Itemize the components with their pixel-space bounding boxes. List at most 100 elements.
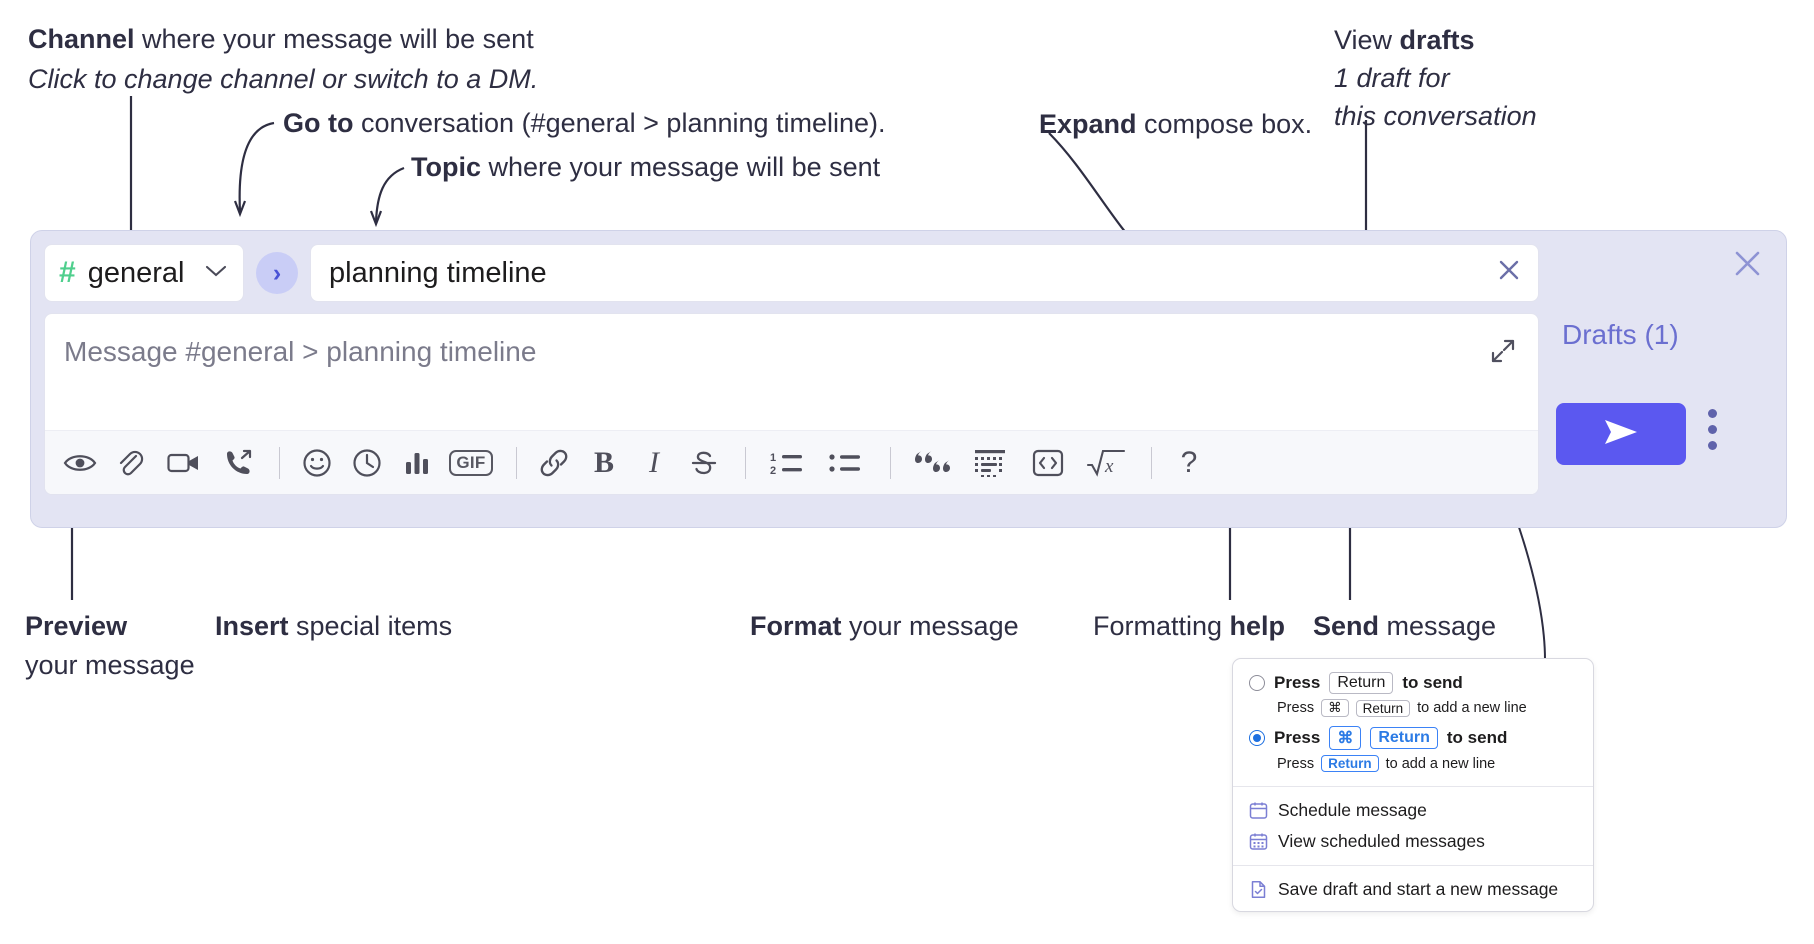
annotation-goto-bold: Go to [283,108,354,138]
key-return: Return [1321,755,1379,772]
send-icon [1599,415,1643,454]
video-icon[interactable] [157,440,211,486]
italic-icon[interactable]: I [631,440,677,486]
formatting-toolbar: GIF B I [45,430,1538,494]
poll-icon[interactable] [394,440,440,486]
annotation-channel-sub: Click to change channel or switch to a D… [28,64,539,95]
ordered-list-icon[interactable]: 1 2 [760,440,814,486]
compose-right-rail: Drafts (1) [1540,231,1786,527]
expand-compose-icon[interactable] [1488,336,1518,371]
send-option-return-hint: Press ⌘ Return to add a new line [1233,697,1593,723]
gif-label: GIF [449,449,493,476]
annotation-help-lead: Formatting [1093,611,1230,641]
goto-conversation-button[interactable]: › [256,252,298,294]
gif-icon[interactable]: GIF [444,440,498,486]
attachment-icon[interactable] [107,440,153,486]
bulleted-list-icon[interactable] [818,440,872,486]
annotation-preview-line2: your message [25,650,195,681]
channel-selector[interactable]: # general [44,244,244,302]
preview-icon[interactable] [57,440,103,486]
send-option-return[interactable]: Press Return to send [1233,669,1593,697]
key-cmd: ⌘ [1321,699,1349,717]
audio-call-icon[interactable] [215,440,261,486]
toolbar-separator [516,446,517,479]
annotation-preview: Preview your message [25,609,195,683]
annotation-expand-bold: Expand [1039,109,1137,139]
menu-item-view-scheduled-messages[interactable]: View scheduled messages [1233,826,1593,857]
key-return: Return [1370,727,1438,749]
annotation-insert: Insert special items [215,609,452,644]
compose-options-menu: Press Return to send Press ⌘ Return to a… [1232,658,1594,912]
menu-item-label: Save draft and start a new message [1278,879,1559,899]
menu-item-save-draft[interactable]: Save draft and start a new message [1233,874,1593,905]
annotation-insert-bold: Insert [215,611,289,641]
math-icon[interactable]: x [1079,440,1133,486]
annotation-goto-rest: conversation (#general > planning timeli… [353,108,886,138]
topic-input[interactable]: planning timeline [310,244,1539,302]
send-option-cmd-return[interactable]: Press ⌘ Return to send [1233,723,1593,753]
hint-newline: to add a new line [1417,700,1527,716]
kebab-dot [1708,425,1717,434]
clear-topic-icon[interactable] [1494,255,1524,291]
hint-press: Press [1277,700,1315,716]
blockquote-icon[interactable] [905,440,959,486]
close-icon[interactable] [1731,247,1764,285]
option-text-tosend: to send [1446,728,1508,747]
toolbar-separator [1151,446,1152,479]
clock-icon[interactable] [344,440,390,486]
help-label: ? [1180,445,1198,479]
menu-item-schedule-message[interactable]: Schedule message [1233,795,1593,826]
inline-code-icon[interactable] [1021,440,1075,486]
annotation-drafts-line2: 1 draft for [1334,63,1450,94]
chevron-right-icon: › [272,258,282,287]
drafts-link[interactable]: Drafts (1) [1562,319,1679,350]
compose-options-button[interactable] [1708,409,1717,450]
annotation-channel-rest: where your message will be sent [134,24,534,54]
annotation-formatting-help: Formatting help [1093,609,1285,644]
message-input-area[interactable]: Message #general > planning timeline [44,313,1539,495]
annotation-drafts-bold: drafts [1399,25,1475,55]
annotation-drafts-lead: View [1334,25,1400,55]
strikethrough-icon[interactable] [681,440,727,486]
svg-text:1: 1 [770,452,776,464]
hint-newline: to add a new line [1385,755,1496,772]
option-text-press: Press [1274,728,1321,747]
bold-label: B [593,445,614,479]
annotation-insert-rest: special items [288,611,453,641]
annotation-topic-bold: Topic [411,152,481,182]
channel-name: general [87,256,185,289]
annotation-format: Format your message [750,609,1019,644]
send-button[interactable] [1556,403,1686,465]
message-placeholder: Message #general > planning timeline [64,336,537,367]
emoji-icon[interactable] [294,440,340,486]
calendar-list-icon [1249,832,1268,851]
svg-text:2: 2 [770,465,776,476]
radio-cmd-return[interactable] [1249,730,1265,746]
annotation-goto: Go to conversation (#general > planning … [283,106,886,141]
save-draft-icon [1249,880,1268,899]
menu-item-label: Schedule message [1278,800,1427,820]
option-text-tosend: to send [1402,673,1463,692]
calendar-icon [1249,801,1268,820]
formatting-help-icon[interactable]: ? [1166,440,1212,486]
annotation-format-bold: Format [750,611,842,641]
annotation-preview-bold: Preview [25,611,128,641]
annotation-expand: Expand compose box. [1039,107,1312,142]
annotation-expand-rest: compose box. [1136,109,1313,139]
menu-divider [1233,786,1593,787]
code-block-icon[interactable] [963,440,1017,486]
send-option-cmd-return-hint: Press Return to add a new line [1233,753,1593,778]
link-icon[interactable] [531,440,577,486]
kebab-dot [1708,441,1717,450]
toolbar-separator [279,446,280,479]
menu-item-label: View scheduled messages [1278,831,1485,851]
italic-label: I [649,445,659,479]
kebab-dot [1708,409,1717,418]
toolbar-separator [745,446,746,479]
compose-panel: # general › planning timeline Message #g… [30,230,1787,528]
option-text-press: Press [1274,673,1321,692]
bold-icon[interactable]: B [581,440,627,486]
menu-divider [1233,865,1593,866]
annotation-help-bold: help [1229,611,1286,641]
radio-return[interactable] [1249,675,1265,691]
